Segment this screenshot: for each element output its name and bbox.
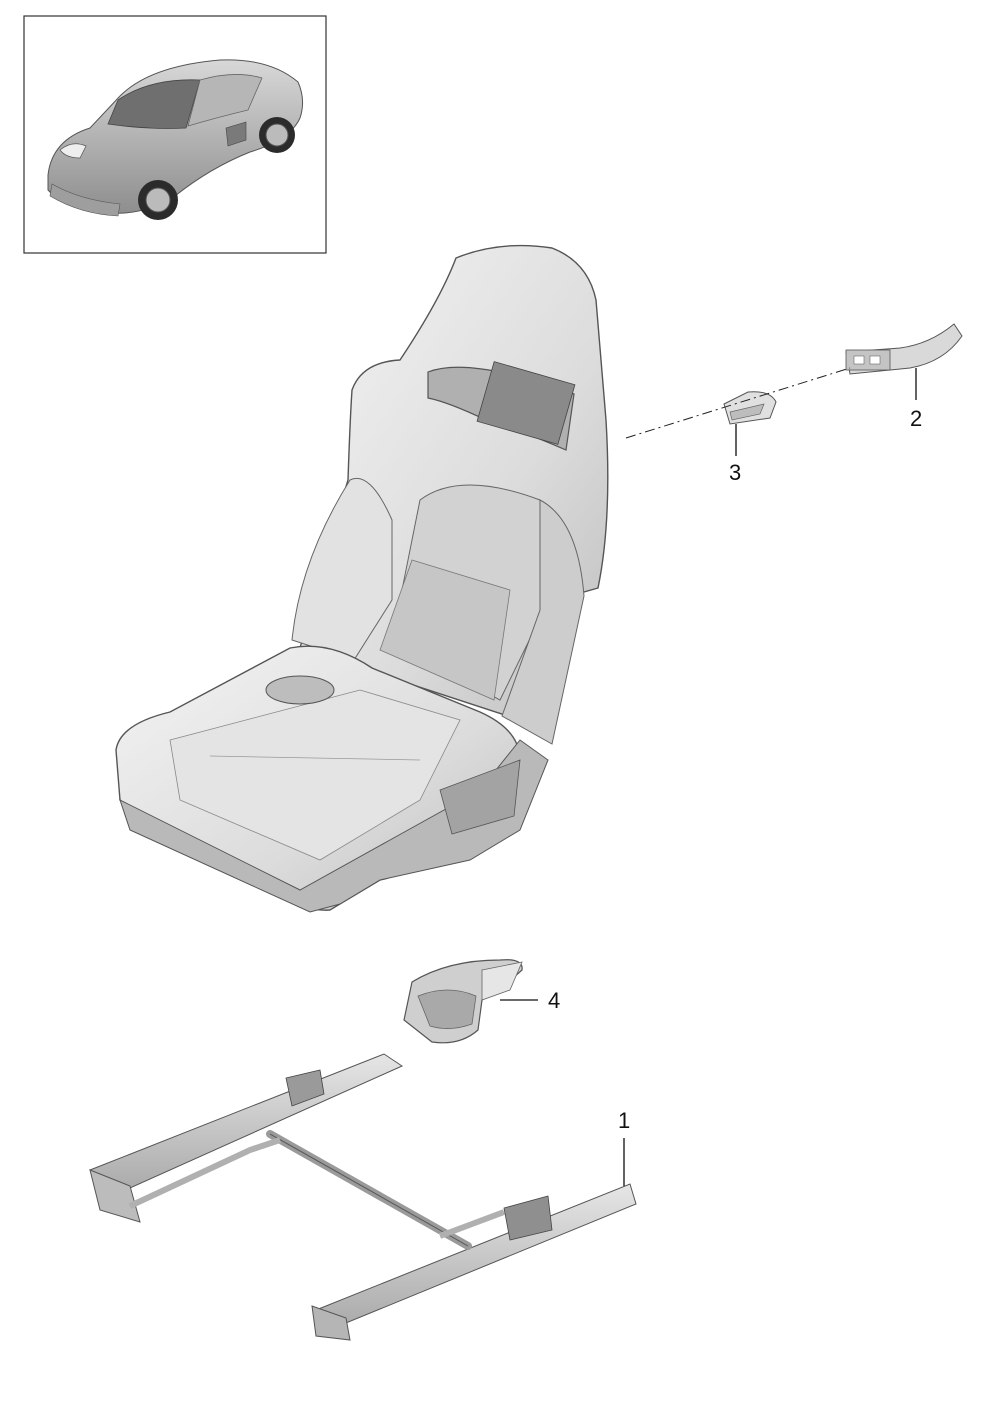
- leader-lines: [500, 368, 917, 1186]
- belt-guide-part-2: [845, 323, 963, 375]
- callout-3: 3: [729, 460, 741, 485]
- car-illustration: [47, 59, 304, 220]
- vehicle-thumbnail: [23, 15, 327, 254]
- callout-1: 1: [618, 1108, 630, 1133]
- assembly-axis-line: [625, 367, 851, 439]
- callout-2: 2: [910, 406, 922, 431]
- callout-labels: 1 2 3 4: [548, 406, 922, 1133]
- trim-cover-part-3: [723, 391, 777, 425]
- callout-4: 4: [548, 988, 560, 1013]
- belt-opening-mesh: [476, 361, 576, 445]
- seat-rails-part-1: [89, 1053, 637, 1341]
- sport-seat: [115, 244, 609, 913]
- side-cover-part-4: [403, 959, 523, 1044]
